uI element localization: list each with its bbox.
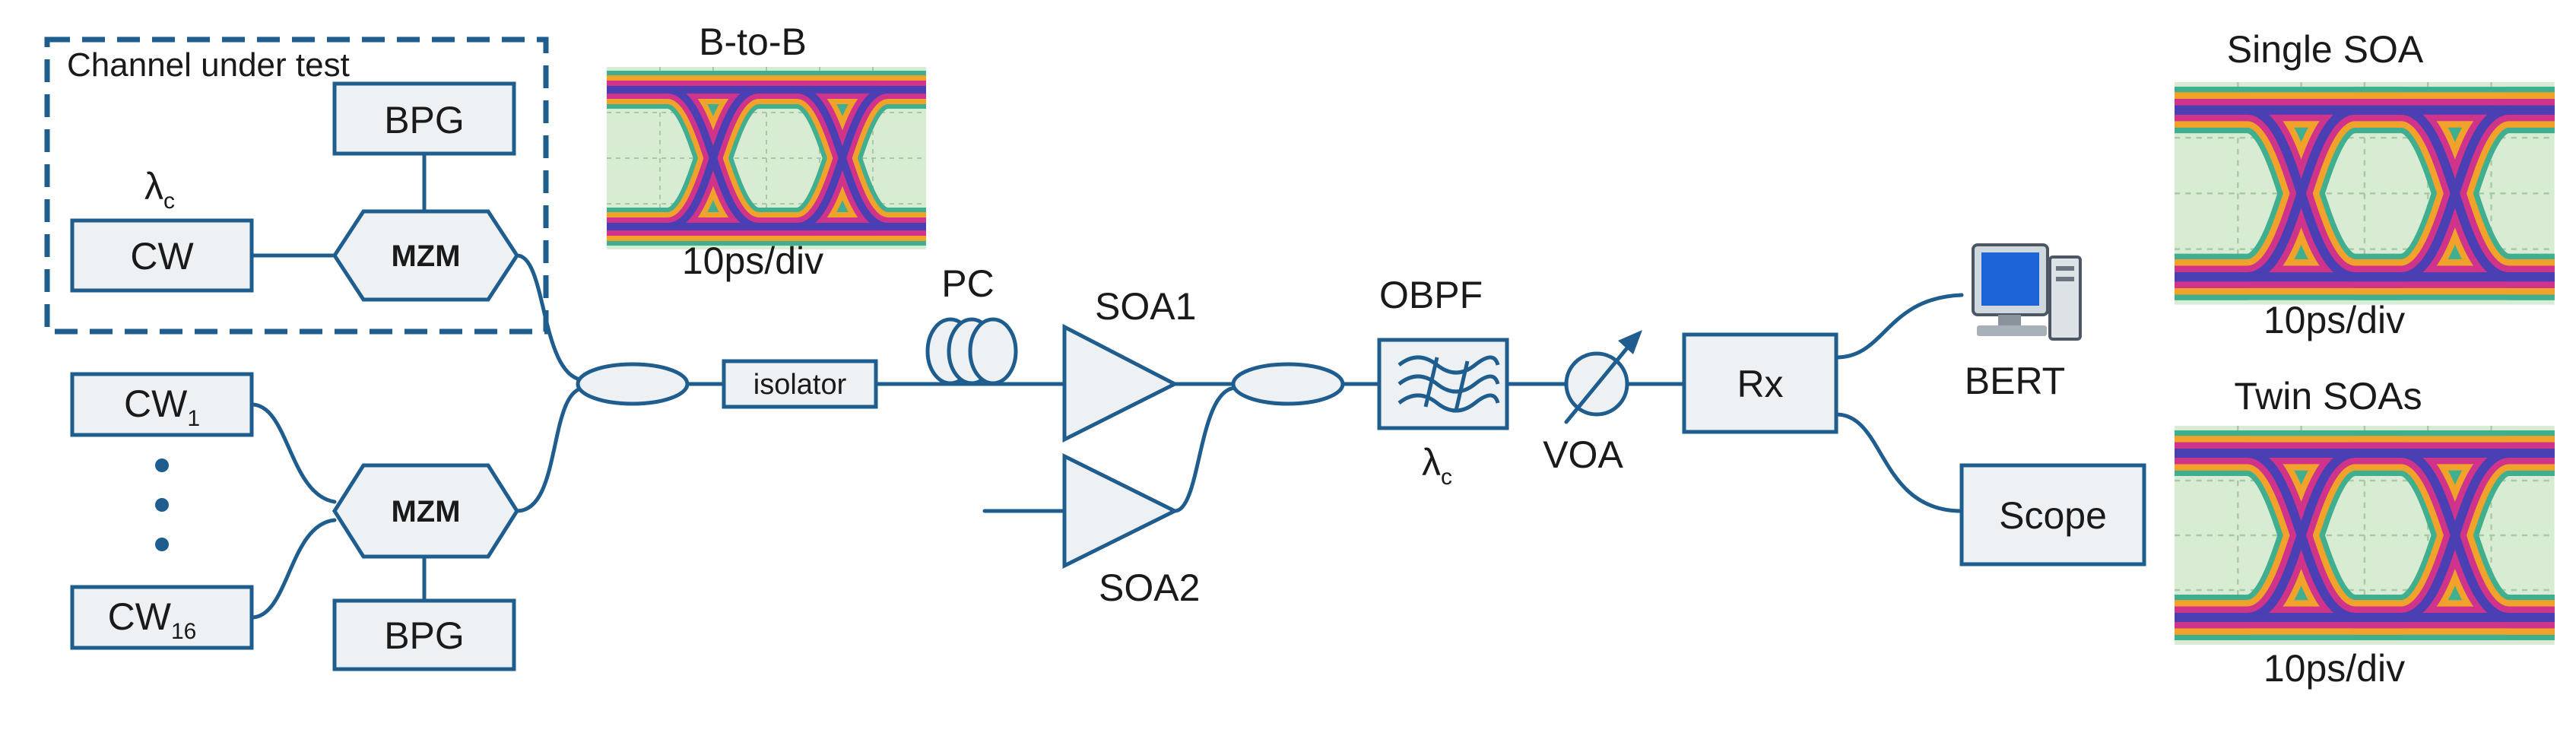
scope-label: Scope [1999, 494, 2107, 537]
voa-arrow-icon [1564, 338, 1635, 424]
rx-to-scope-wire [1834, 412, 1964, 513]
voa-arrowhead-icon [1618, 330, 1642, 354]
isolator-box [722, 359, 878, 409]
lambda-c-label: λc [144, 165, 175, 214]
cw1-source-box [70, 372, 254, 437]
ellipsis-dot-3 [155, 538, 169, 551]
group-label: Channel under test [67, 46, 350, 84]
voa-label: VOA [1543, 433, 1623, 476]
coupler-1 [576, 362, 690, 406]
single-soa-eye-scale: 10ps/div [2264, 299, 2405, 341]
twin-soa-eye-diagram [2175, 426, 2555, 645]
bpg-bottom-label: BPG [384, 614, 465, 657]
channel-under-test-group [44, 36, 549, 335]
cw-source-label: CW [130, 235, 194, 278]
pc-loops-icon [925, 317, 1018, 386]
soa1-label: SOA1 [1095, 285, 1196, 328]
soa1-amplifier [1062, 323, 1179, 443]
cw16-to-mzm-wire [249, 518, 337, 620]
scope-box [1959, 463, 2146, 566]
single-soa-eye-title: Single SOA [2227, 28, 2424, 71]
mzm-top-to-coupler [515, 253, 588, 382]
btob-eye-title: B-to-B [699, 21, 807, 63]
obpf-lambda-label: λc [1422, 441, 1452, 490]
pc-label: PC [941, 262, 994, 305]
mzm-top-label: MZM [391, 240, 460, 273]
bpg-bottom-box [332, 598, 516, 671]
rx-to-bert-wire [1834, 293, 1964, 360]
coupler-2 [1231, 362, 1345, 406]
twin-soa-eye-title: Twin SOAs [2234, 375, 2422, 417]
soa2-to-coupler [1172, 386, 1238, 513]
rx-label: Rx [1737, 363, 1783, 405]
isolator-label: isolator [753, 369, 847, 401]
btob-eye-scale: 10ps/div [682, 240, 823, 282]
btob-eye-diagram [607, 67, 926, 249]
computer-icon [1972, 243, 2082, 341]
cw16-source-box [70, 585, 254, 650]
bpg-top-box [332, 81, 516, 156]
twin-soa-eye-scale: 10ps/div [2264, 647, 2405, 690]
obpf-label: OBPF [1379, 274, 1483, 316]
mzm-bottom-to-coupler [515, 386, 588, 513]
bert-label: BERT [1965, 360, 2065, 402]
single-soa-eye-diagram [2175, 82, 2555, 305]
cw1-label: CW1 [124, 382, 200, 431]
ellipsis-dot-2 [155, 498, 169, 512]
obpf-box [1377, 338, 1509, 430]
filter-wave-icon [1397, 355, 1500, 413]
mzm-bottom-modulator [332, 463, 519, 559]
soa2-amplifier [1062, 452, 1179, 570]
cw1-to-mzm-wire [249, 402, 337, 504]
cw16-label: CW16 [108, 595, 197, 644]
mzm-bottom-label: MZM [391, 495, 460, 528]
rx-box [1682, 332, 1838, 434]
soa2-label: SOA2 [1099, 566, 1200, 609]
bpg-top-label: BPG [384, 99, 465, 141]
ellipsis-dot-1 [155, 459, 169, 472]
